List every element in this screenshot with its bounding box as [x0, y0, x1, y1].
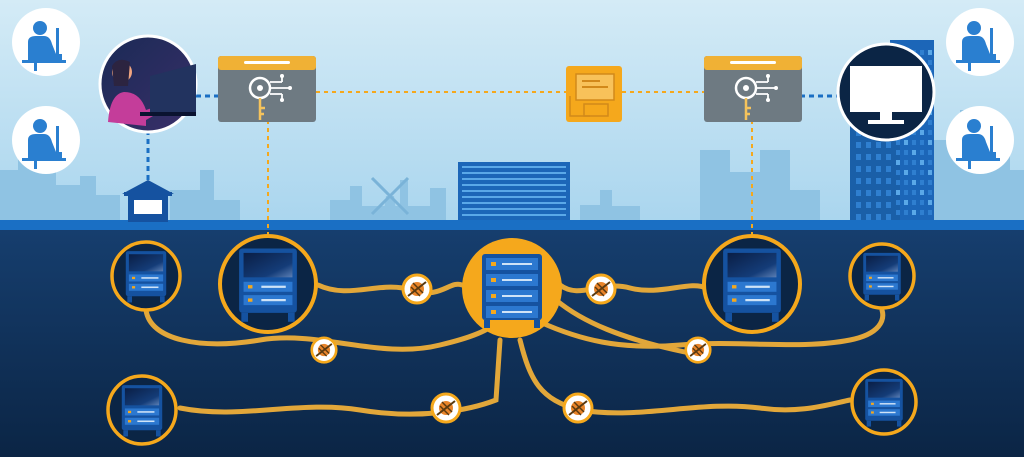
monitor-icon [836, 42, 936, 142]
central-building [458, 162, 570, 224]
fiber-cables [143, 281, 886, 417]
server-node [848, 242, 916, 310]
photon-node-icon [430, 392, 462, 424]
server-nodes [106, 234, 918, 446]
city-skyline [0, 110, 1024, 226]
server-node [702, 234, 802, 334]
woman-at-laptop-icon [98, 34, 198, 134]
ground-strip [0, 220, 1024, 230]
server-rack-icon [863, 252, 901, 301]
document-icon [566, 66, 622, 122]
server-node [218, 234, 318, 334]
user-at-computer-icon [946, 106, 1014, 174]
key-panel-right [704, 56, 802, 122]
user-at-computer-icon [12, 8, 80, 76]
user-at-computer-icon [946, 8, 1014, 76]
photon-node-icon [401, 273, 433, 305]
photon-node-icon [562, 392, 594, 424]
server-rack-icon [482, 254, 542, 328]
quantum-key-links [267, 91, 753, 236]
key-panel-left [218, 56, 316, 122]
user-at-computer-icon [12, 106, 80, 174]
server-rack-icon [723, 248, 781, 322]
user-links [146, 94, 838, 180]
booth-icon [122, 180, 174, 222]
server-rack-icon [865, 378, 903, 427]
windmill [370, 176, 410, 226]
server-node-hub [462, 238, 562, 338]
photon-node-icon [684, 336, 712, 364]
server-rack-icon [125, 251, 167, 303]
photon-node-icon [310, 336, 338, 364]
photon-node-icon [585, 273, 617, 305]
server-node [106, 374, 178, 446]
server-rack-icon [121, 385, 163, 437]
server-node [110, 240, 182, 312]
server-node [850, 368, 918, 436]
server-rack-icon [239, 248, 297, 322]
